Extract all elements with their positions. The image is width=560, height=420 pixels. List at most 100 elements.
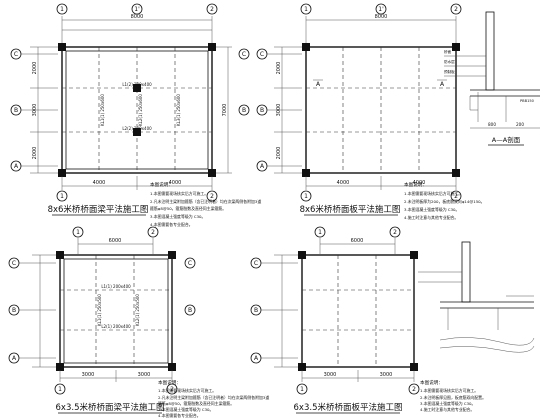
notes-block-3: 本图说明： 1.本图需要现场核实后方可施工。 2.凡未注明主梁附加箍筋（含已注明…	[158, 379, 269, 418]
svg-text:C: C	[12, 260, 16, 267]
svg-text:7000: 7000	[222, 104, 228, 117]
svg-text:4000: 4000	[413, 180, 426, 186]
svg-text:3000: 3000	[82, 372, 95, 378]
svg-text:2: 2	[170, 386, 174, 393]
plan-drawing-1: 8000 1 1' 2 KL1(1) 250x600 KL2(1) 250x60…	[10, 3, 250, 216]
svg-text:2.未注明板厚为200，板底筋双向φ14@150。: 2.未注明板厚为200，板底筋双向φ14@150。	[404, 199, 485, 204]
svg-text:2000: 2000	[276, 147, 282, 160]
svg-text:B: B	[260, 107, 264, 114]
dim-top-3: 6000	[109, 238, 122, 244]
dim-bottom-1: 4000	[93, 180, 106, 186]
svg-text:1: 1	[304, 6, 308, 13]
dim-top-4: 6000	[351, 238, 364, 244]
svg-text:L1(2) 200x400: L1(2) 200x400	[122, 82, 152, 87]
svg-text:A: A	[12, 355, 17, 362]
notes-1-line-3: 箍筋φ8@50，箍筋肢数及直径同主梁箍筋。	[150, 206, 226, 211]
svg-text:L2(1) 200x400: L2(1) 200x400	[101, 324, 131, 329]
plan-drawing-2: 1 1' 2 8000 A A 2000 3000 2000 C	[256, 3, 462, 216]
notes-1-heading: 本图说明：	[150, 181, 173, 188]
svg-text:1: 1	[60, 193, 64, 200]
svg-text:3000: 3000	[324, 372, 337, 378]
svg-text:C: C	[242, 51, 246, 58]
svg-text:B: B	[242, 107, 246, 114]
svg-text:L2(2) 200x400: L2(2) 200x400	[122, 126, 152, 131]
dim-left-1: 2000	[32, 62, 38, 75]
svg-text:C: C	[260, 51, 264, 58]
svg-text:1.本图需要现场核实后方可施工。: 1.本图需要现场核实后方可施工。	[404, 191, 462, 196]
dim-top-2: 8000	[375, 14, 388, 20]
section-detail-2	[418, 241, 535, 353]
svg-text:A: A	[260, 163, 265, 170]
drawing-4-title: 6x3.5米桥桥面板平法施工图	[294, 402, 403, 413]
svg-text:2: 2	[210, 193, 214, 200]
notes-1-line-2: 2.凡未注明主梁附加箍筋（含已注明者）均在次梁两侧各附加3道	[150, 199, 261, 204]
svg-text:2000: 2000	[276, 62, 282, 75]
svg-text:3000: 3000	[380, 372, 393, 378]
notes-block-4: 本图说明： 1.本图需要现场核实后方可施工。 2.未注明板厚见图，板底筋双向配置…	[420, 379, 486, 412]
svg-text:桥面: 桥面	[444, 49, 452, 54]
svg-text:1: 1	[318, 229, 322, 236]
svg-text:2.未注明板厚见图，板底筋双向配置。: 2.未注明板厚见图，板底筋双向配置。	[420, 395, 486, 400]
svg-text:防水层: 防水层	[444, 59, 455, 64]
svg-text:本图说明：: 本图说明：	[404, 181, 427, 188]
section-dim-2: 200	[516, 122, 524, 127]
svg-text:PBB150: PBB150	[520, 99, 535, 103]
svg-text:2: 2	[454, 193, 458, 200]
svg-text:L1(1) 200x400: L1(1) 200x400	[101, 284, 131, 289]
axis-A-left: A	[14, 163, 19, 170]
dim-bottom-2: 4000	[169, 180, 182, 186]
svg-text:KL3(1) 250x600: KL3(1) 250x600	[176, 94, 181, 126]
svg-text:4.施工时注意与其他专业配合。: 4.施工时注意与其他专业配合。	[420, 407, 474, 412]
svg-text:KL2(1) 250x600: KL2(1) 250x600	[138, 94, 143, 126]
plan-drawing-3: 1 2 6000 KL1(1) 250x500 KL2(1) 250x500 L…	[8, 226, 196, 414]
axis-1-top: 1	[60, 6, 64, 13]
svg-text:2: 2	[412, 386, 416, 393]
svg-text:本图说明：: 本图说明：	[158, 379, 181, 386]
svg-text:2: 2	[151, 229, 155, 236]
svg-text:2.凡未注明主梁附加箍筋（含已注明者）均在次梁两侧各附加3道: 2.凡未注明主梁附加箍筋（含已注明者）均在次梁两侧各附加3道	[158, 395, 269, 400]
axis-2-top: 2	[210, 6, 214, 13]
svg-text:KL1(1) 250x500: KL1(1) 250x500	[97, 294, 102, 326]
notes-1-line-4: 3.本图混凝土强度等级为 C30。	[150, 214, 205, 219]
notes-1-line-1: 1.本图需要现场核实后方可施工。	[150, 191, 208, 196]
svg-text:A: A	[440, 81, 445, 88]
svg-text:A: A	[254, 355, 259, 362]
svg-text:3.本图混凝土强度等级为 C30。: 3.本图混凝土强度等级为 C30。	[404, 207, 459, 212]
axis-C-left: C	[14, 51, 18, 58]
svg-text:3.本图混凝土强度等级为 C30。: 3.本图混凝土强度等级为 C30。	[158, 407, 213, 412]
drawing-2-title: 8x6米桥桥面板平法施工图	[300, 204, 401, 215]
svg-text:C: C	[188, 260, 192, 267]
dim-top-1: 8000	[131, 14, 144, 20]
svg-text:4.施工时注意与其他专业配合。: 4.施工时注意与其他专业配合。	[404, 215, 458, 220]
section-dim-1: 800	[488, 122, 496, 127]
svg-text:4000: 4000	[337, 180, 350, 186]
svg-text:B: B	[12, 307, 16, 314]
svg-text:B: B	[188, 307, 192, 314]
svg-text:1: 1	[304, 193, 308, 200]
axis-mid-top: 1'	[134, 6, 140, 13]
notes-1-line-5: 4.本图需要各专业配合。	[150, 222, 193, 227]
svg-text:预制板: 预制板	[444, 69, 455, 74]
svg-text:1: 1	[58, 386, 62, 393]
svg-text:箍筋φ8@50，箍筋肢数及直径同主梁箍筋。: 箍筋φ8@50，箍筋肢数及直径同主梁箍筋。	[158, 401, 234, 406]
plan-drawing-4: 1 2 6000 C B A 3000 3000 1	[250, 226, 420, 414]
svg-text:1.本图需要现场核实后方可施工。: 1.本图需要现场核实后方可施工。	[158, 388, 216, 393]
svg-text:1: 1	[76, 229, 80, 236]
svg-text:1': 1'	[378, 6, 384, 13]
drawing-3-title: 6x3.5米桥桥面梁平法施工图	[56, 402, 165, 413]
drawing-1-title: 8x6米桥桥面梁平法施工图	[48, 204, 149, 215]
svg-text:KL2(1) 250x500: KL2(1) 250x500	[135, 294, 140, 326]
svg-text:3000: 3000	[138, 372, 151, 378]
svg-text:KL1(1) 250x600: KL1(1) 250x600	[100, 94, 105, 126]
section-aa: 桥面 防水层 预制板 PBB150 800 200 A—A剖面	[444, 11, 540, 146]
svg-text:1.本图需要现场核实后方可施工。: 1.本图需要现场核实后方可施工。	[420, 388, 478, 393]
section-label: A—A剖面	[492, 135, 521, 144]
dim-left-3: 2000	[32, 147, 38, 160]
svg-text:C: C	[254, 260, 258, 267]
svg-text:1: 1	[300, 386, 304, 393]
svg-text:2: 2	[454, 6, 458, 13]
axis-B-left: B	[14, 107, 18, 114]
svg-text:B: B	[254, 307, 258, 314]
notes-block-2: 本图说明： 1.本图需要现场核实后方可施工。 2.未注明板厚为200，板底筋双向…	[404, 181, 485, 220]
